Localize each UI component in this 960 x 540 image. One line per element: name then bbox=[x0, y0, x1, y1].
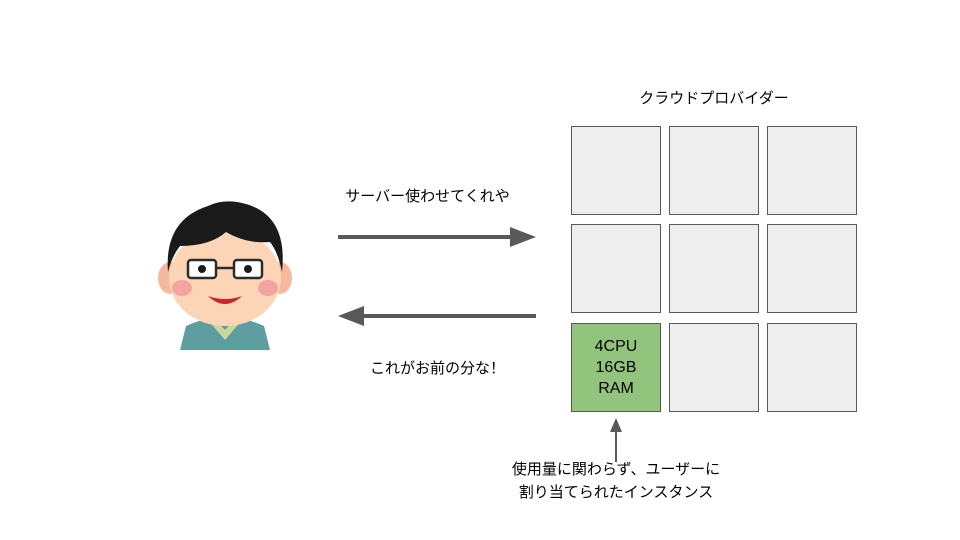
server-cell bbox=[767, 323, 857, 412]
response-message: これがお前の分な！ bbox=[369, 359, 505, 377]
instance-cpu: 4CPU bbox=[594, 338, 638, 355]
server-cell bbox=[669, 323, 759, 412]
request-message: サーバー使わせてくれや bbox=[345, 187, 510, 205]
instance-memory: 16GB bbox=[595, 359, 637, 376]
allocated-instance-cell: 4CPU 16GB RAM bbox=[571, 323, 661, 412]
note-line-2: 割り当てられたインスタンス bbox=[518, 483, 714, 501]
response-arrow bbox=[338, 306, 536, 326]
instance-memory-unit: RAM bbox=[598, 380, 634, 397]
man-with-glasses-icon bbox=[158, 201, 292, 350]
server-cell bbox=[571, 126, 661, 215]
server-cell bbox=[669, 224, 759, 313]
note-line-1: 使用量に関わらず、ユーザーに bbox=[511, 460, 721, 478]
allocated-instance-note: 使用量に関わらず、ユーザーに 割り当てられたインスタンス bbox=[466, 458, 766, 504]
note-pointer-arrow bbox=[610, 418, 622, 462]
request-arrow bbox=[338, 227, 536, 247]
provider-title: クラウドプロバイダー bbox=[639, 89, 789, 107]
server-cell bbox=[767, 126, 857, 215]
server-grid: 4CPU 16GB RAM bbox=[571, 126, 858, 414]
server-cell bbox=[767, 224, 857, 313]
server-cell bbox=[669, 126, 759, 215]
server-cell bbox=[571, 224, 661, 313]
